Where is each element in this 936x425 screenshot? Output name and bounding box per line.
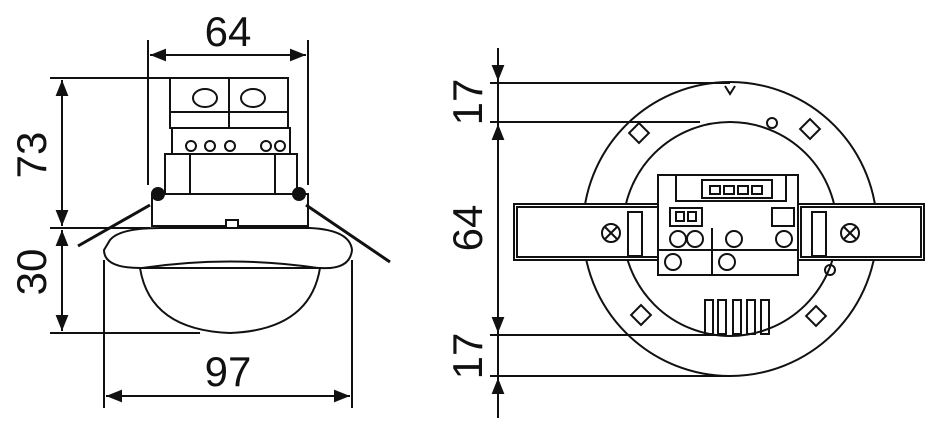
dimension-side-heights: 73 30: [8, 77, 200, 334]
bracket-arms: [513, 203, 925, 261]
dimension-side-bottom-width: 97: [103, 260, 353, 408]
label-64-top: 64: [205, 8, 252, 55]
dimension-top-heights: 17 64 17: [444, 48, 730, 418]
label-64-middle: 64: [444, 205, 491, 252]
central-module: [657, 174, 799, 276]
label-17-upper: 17: [444, 79, 491, 126]
top-view: 17 64 17: [444, 48, 925, 418]
spring-clips-side: [77, 203, 391, 264]
label-17-lower: 17: [444, 333, 491, 380]
label-30: 30: [8, 249, 55, 296]
side-view: 64 73 30: [8, 8, 391, 408]
housing-side: [102, 227, 354, 335]
terminal-block-side: [151, 77, 309, 229]
dimension-side-top-width: 64: [147, 8, 309, 185]
mounting-tabs: [627, 117, 836, 328]
connector-legs: [704, 299, 770, 335]
label-97: 97: [205, 348, 252, 395]
label-73: 73: [8, 132, 55, 179]
